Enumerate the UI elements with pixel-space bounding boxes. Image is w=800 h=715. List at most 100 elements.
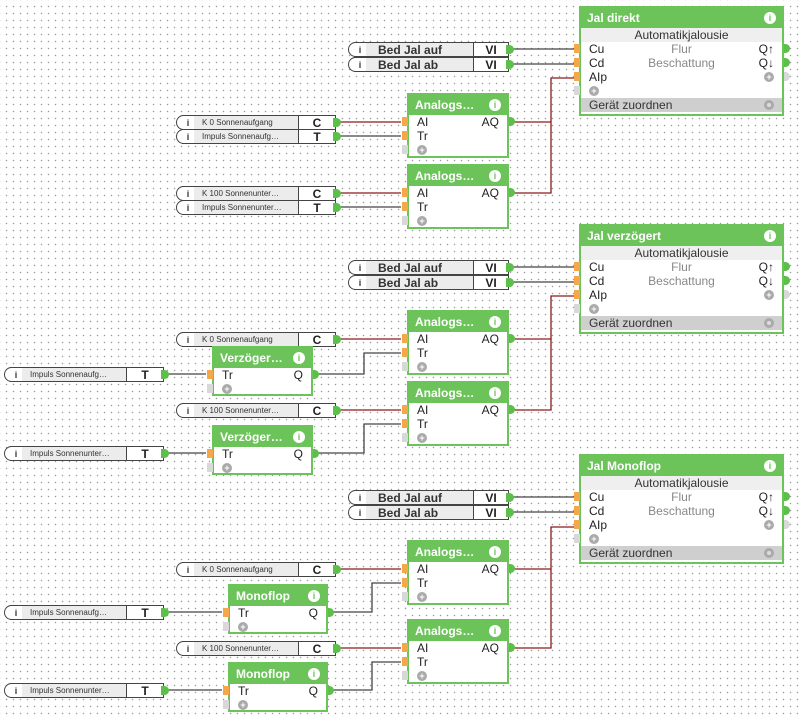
add-input-icon[interactable]: +	[589, 86, 599, 96]
output-pin[interactable]	[333, 203, 341, 212]
wire-aq-aip[interactable]	[513, 295, 574, 411]
add-input-icon[interactable]: +	[238, 700, 248, 710]
output-pin[interactable]	[333, 644, 341, 653]
info-icon[interactable]: i	[14, 369, 18, 380]
output-pin[interactable]	[506, 493, 514, 502]
block-header[interactable]: Analogs…i	[409, 621, 507, 641]
block-header[interactable]: Verzöger…i	[214, 427, 311, 447]
info-icon[interactable]: i	[489, 546, 501, 558]
input-pin[interactable]	[574, 304, 580, 313]
input-pin[interactable]	[402, 334, 408, 343]
output-pin[interactable]	[784, 506, 790, 515]
input-pin[interactable]	[223, 700, 229, 709]
assign-device-button[interactable]: Gerät zuordnen	[581, 546, 782, 560]
info-icon[interactable]: i	[308, 590, 320, 602]
input-pin[interactable]	[207, 384, 213, 393]
add-input-icon[interactable]: +	[417, 362, 427, 372]
info-icon[interactable]: i	[14, 448, 18, 459]
input-pin[interactable]	[574, 262, 580, 271]
info-icon[interactable]: i	[186, 117, 190, 128]
output-pin[interactable]	[509, 188, 515, 197]
input-pin[interactable]	[402, 564, 408, 573]
input-pin[interactable]	[574, 44, 580, 53]
input-pin[interactable]	[207, 463, 213, 472]
gear-icon[interactable]	[764, 548, 774, 558]
output-pin[interactable]	[784, 520, 790, 529]
output-pin[interactable]	[784, 290, 790, 299]
info-icon[interactable]: i	[764, 12, 776, 24]
output-pin[interactable]	[506, 263, 514, 272]
info-icon[interactable]: i	[14, 685, 18, 696]
info-icon[interactable]: i	[186, 188, 190, 199]
block-header[interactable]: Analogs…i	[409, 95, 507, 115]
output-pin[interactable]	[333, 335, 341, 344]
add-input-icon[interactable]: +	[589, 534, 599, 544]
input-pin[interactable]	[402, 117, 408, 126]
input-pin[interactable]	[402, 592, 408, 601]
output-pin[interactable]	[506, 508, 514, 517]
info-icon[interactable]: i	[489, 316, 501, 328]
input-pin[interactable]	[402, 657, 408, 666]
wire-q-tr[interactable]	[317, 352, 401, 375]
output-pin[interactable]	[506, 278, 514, 287]
wire-aq-aip[interactable]	[513, 77, 574, 194]
add-output-icon[interactable]: +	[764, 520, 774, 530]
input-pin[interactable]	[402, 362, 408, 371]
input-pin[interactable]	[574, 58, 580, 67]
input-pin[interactable]	[402, 671, 408, 680]
add-output-icon[interactable]: +	[764, 72, 774, 82]
assign-device-button[interactable]: Gerät zuordnen	[581, 316, 782, 330]
output-pin[interactable]	[328, 608, 334, 617]
output-pin[interactable]	[313, 370, 319, 379]
output-pin[interactable]	[784, 262, 790, 271]
output-pin[interactable]	[161, 370, 169, 379]
input-pin[interactable]	[574, 534, 580, 543]
output-pin[interactable]	[784, 492, 790, 501]
info-icon[interactable]: i	[293, 431, 305, 443]
info-icon[interactable]: i	[358, 492, 362, 503]
add-input-icon[interactable]: +	[417, 145, 427, 155]
input-pin[interactable]	[402, 145, 408, 154]
input-pin[interactable]	[207, 370, 213, 379]
output-pin[interactable]	[333, 406, 341, 415]
input-pin[interactable]	[402, 188, 408, 197]
assign-device-button[interactable]: Gerät zuordnen	[581, 98, 782, 112]
wire-aq-aip[interactable]	[513, 526, 574, 649]
block-header[interactable]: Analogs…i	[409, 312, 507, 332]
info-icon[interactable]: i	[186, 405, 190, 416]
input-pin[interactable]	[402, 433, 408, 442]
input-pin[interactable]	[574, 72, 580, 81]
input-pin[interactable]	[207, 449, 213, 458]
info-icon[interactable]: i	[186, 564, 190, 575]
output-pin[interactable]	[509, 564, 515, 573]
input-pin[interactable]	[574, 520, 580, 529]
output-pin[interactable]	[509, 405, 515, 414]
output-pin[interactable]	[784, 276, 790, 285]
add-input-icon[interactable]: +	[417, 592, 427, 602]
input-pin[interactable]	[574, 86, 580, 95]
input-pin[interactable]	[574, 290, 580, 299]
input-pin[interactable]	[402, 202, 408, 211]
output-pin[interactable]	[161, 449, 169, 458]
output-pin[interactable]	[333, 118, 341, 127]
output-pin[interactable]	[784, 58, 790, 67]
output-pin[interactable]	[333, 132, 341, 141]
